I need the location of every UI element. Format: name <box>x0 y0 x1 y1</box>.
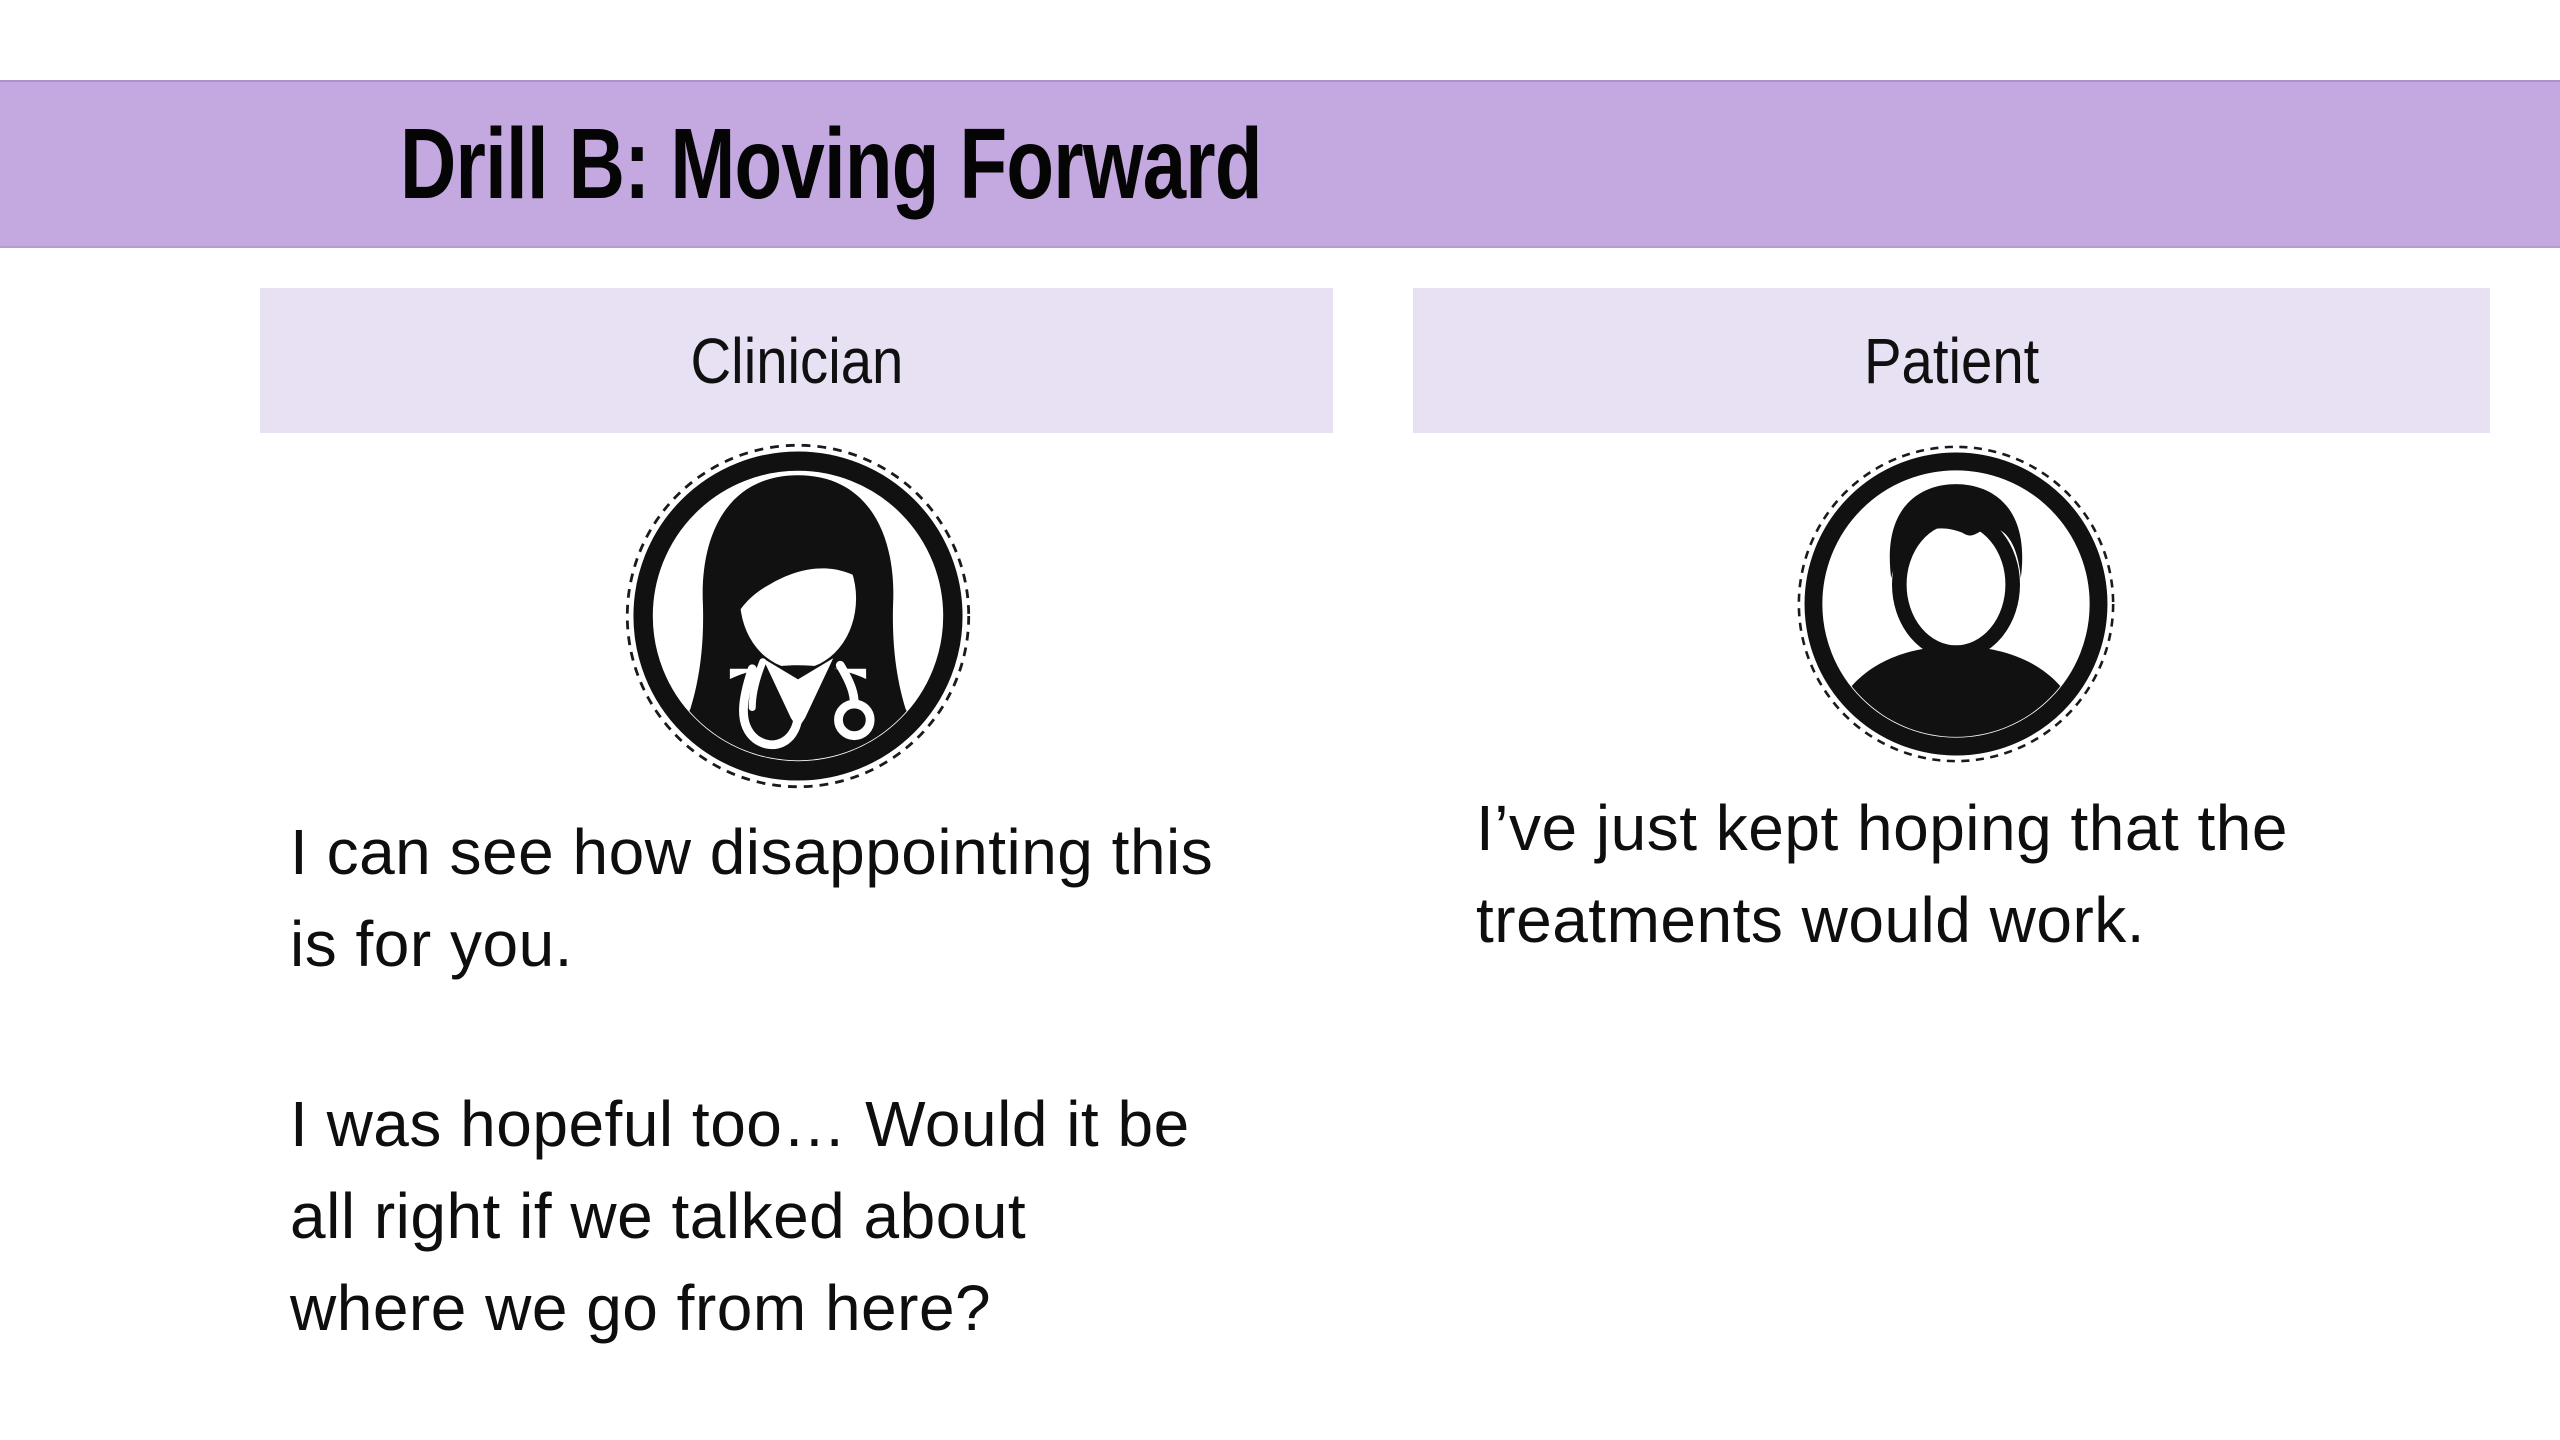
dialogue-line: I can see how disappointing this <box>290 816 1214 888</box>
clinician-dialogue-paragraph-2: I was hopeful too… Would it be all right… <box>290 1078 1410 1354</box>
patient-dialogue: I’ve just kept hoping that the treatment… <box>1476 782 2536 966</box>
patient-column-header: Patient <box>1413 288 2490 433</box>
patient-avatar <box>1794 442 2118 766</box>
dialogue-line: treatments would work. <box>1476 884 2146 956</box>
patient-dialogue-paragraph-1: I’ve just kept hoping that the treatment… <box>1476 782 2536 966</box>
slide-title: Drill B: Moving Forward <box>400 107 1263 220</box>
dialogue-line: I was hopeful too… Would it be <box>290 1088 1190 1160</box>
clinician-header-label: Clinician <box>690 324 903 397</box>
clinician-column-header: Clinician <box>260 288 1333 433</box>
dialogue-line: where we go from here? <box>290 1272 992 1344</box>
dialogue-line: all right if we talked about <box>290 1180 1027 1252</box>
female-clinician-avatar-icon <box>625 443 971 789</box>
dialogue-line: I’ve just kept hoping that the <box>1476 792 2288 864</box>
title-bar: Drill B: Moving Forward <box>0 80 2560 248</box>
dialogue-line: is for you. <box>290 908 573 980</box>
male-patient-avatar-icon <box>1797 445 2115 763</box>
clinician-dialogue-paragraph-1: I can see how disappointing this is for … <box>290 806 1410 990</box>
patient-header-label: Patient <box>1863 324 2040 397</box>
clinician-avatar <box>622 440 974 792</box>
clinician-dialogue: I can see how disappointing this is for … <box>290 806 1410 1354</box>
